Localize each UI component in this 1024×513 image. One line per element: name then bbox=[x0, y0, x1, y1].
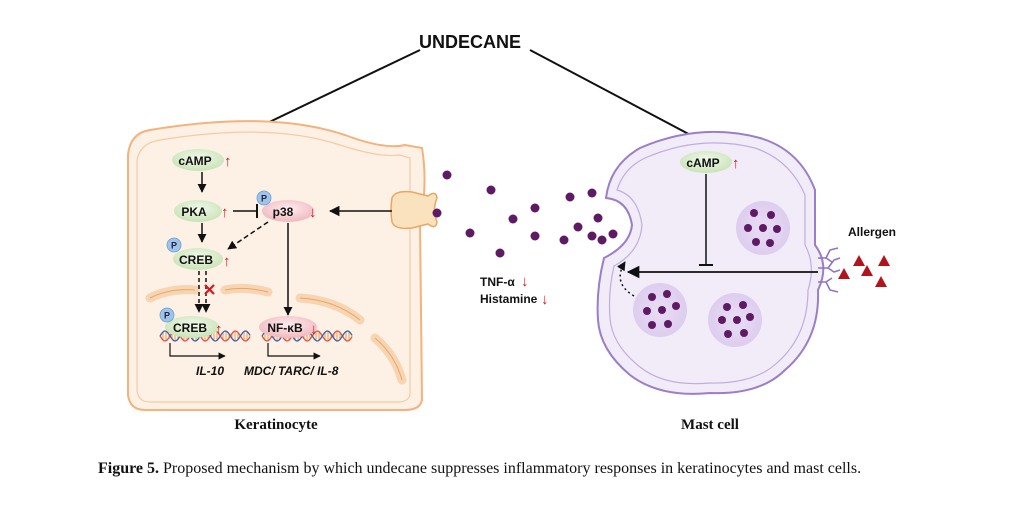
pka-up-arrow: ↑ bbox=[221, 204, 229, 221]
tnf-alpha-label: TNF-α bbox=[480, 275, 515, 289]
undecane-label: UNDECANE bbox=[419, 32, 521, 52]
figure-caption: Figure 5. Proposed mechanism by which un… bbox=[98, 456, 978, 481]
svg-text:P: P bbox=[164, 311, 170, 321]
svg-text:cAMP: cAMP bbox=[178, 154, 211, 168]
keratinocyte-title: Keratinocyte bbox=[234, 417, 318, 433]
svg-text:PKA: PKA bbox=[181, 205, 207, 219]
tnf-down-arrow: ↓ bbox=[521, 273, 529, 290]
svg-text:CREB: CREB bbox=[179, 253, 213, 267]
figure-label: Figure 5. bbox=[98, 460, 160, 477]
svg-text:P: P bbox=[171, 241, 177, 251]
allergen-icon bbox=[838, 255, 890, 287]
creb-nuclear-up-arrow: ↑ bbox=[215, 321, 223, 338]
svg-text:P: P bbox=[261, 194, 267, 204]
nfkb-node: NF-κB bbox=[259, 316, 317, 338]
caption-text: Proposed mechanism by which undecane sup… bbox=[163, 460, 862, 477]
blocked-x-icon bbox=[204, 284, 215, 295]
undecane-to-mast-arrow bbox=[529, 49, 717, 149]
svg-text:p38: p38 bbox=[273, 205, 294, 219]
creb-phospho-icon: P bbox=[166, 237, 182, 253]
pka-node: PKA bbox=[174, 200, 222, 222]
gene-il10: IL-10 bbox=[196, 364, 224, 378]
camp-node: cAMP bbox=[172, 149, 224, 171]
released-granules bbox=[432, 170, 618, 258]
creb-nuclear-node: CREB bbox=[165, 316, 219, 338]
p38-node: p38 bbox=[262, 200, 314, 222]
p38-to-creb-dashed-arrow bbox=[227, 221, 269, 250]
gene-mdc-tarc-il8: MDC/ TARC/ IL-8 bbox=[244, 364, 339, 378]
camp-up-arrow: ↑ bbox=[224, 153, 232, 170]
granule-cluster bbox=[633, 201, 790, 347]
creb-up-arrow: ↑ bbox=[223, 253, 231, 270]
creb-node: CREB bbox=[173, 248, 223, 270]
histamine-down-arrow: ↓ bbox=[541, 291, 549, 308]
degranulation-dotted-arrow bbox=[616, 261, 635, 297]
histamine-label: Histamine bbox=[480, 292, 538, 306]
nfkb-down-arrow: ↓ bbox=[310, 321, 318, 338]
p38-down-arrow: ↓ bbox=[309, 204, 317, 221]
p38-phospho-icon: P bbox=[256, 190, 272, 206]
svg-text:NF-κB: NF-κB bbox=[267, 321, 303, 335]
ige-receptor-icon bbox=[818, 247, 841, 293]
svg-text:CREB: CREB bbox=[173, 321, 207, 335]
svg-text:cAMP: cAMP bbox=[686, 156, 719, 170]
mast-cell-title: Mast cell bbox=[681, 417, 739, 433]
receptor-icon bbox=[390, 190, 438, 230]
mast-camp-node: cAMP bbox=[680, 151, 732, 173]
allergen-label: Allergen bbox=[848, 225, 896, 239]
creb-nuclear-phospho-icon: P bbox=[159, 307, 175, 323]
mast-camp-up-arrow: ↑ bbox=[732, 155, 740, 172]
